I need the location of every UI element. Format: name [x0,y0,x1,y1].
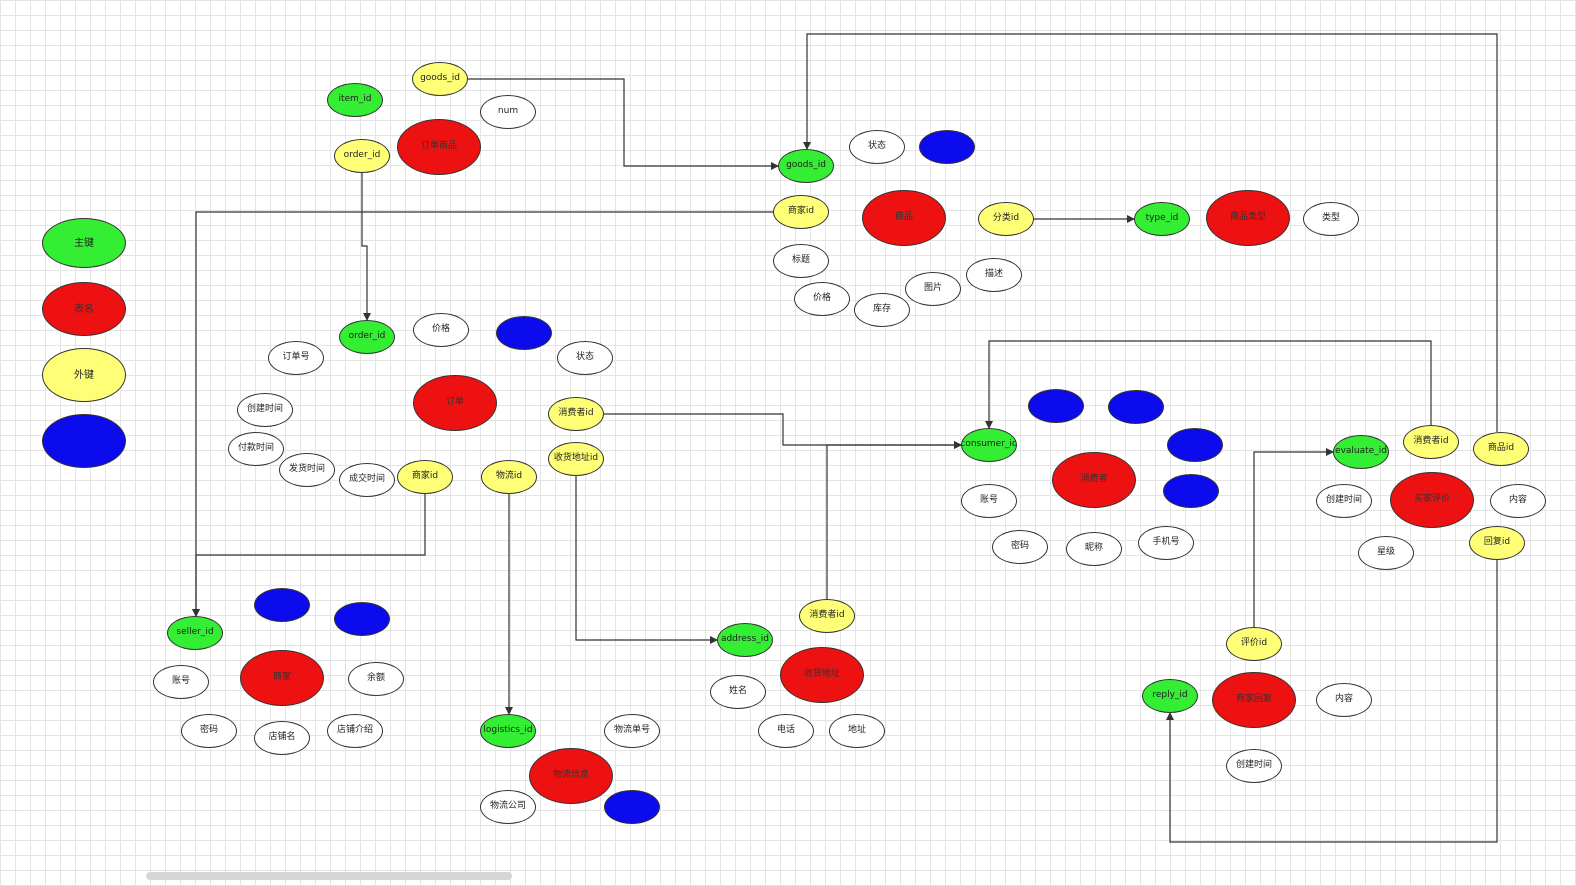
node-e-consumer[interactable]: 消费者id [1403,425,1459,459]
edge-o-address-to-address-id[interactable] [575,476,718,644]
node-o-table[interactable]: 订单 [413,375,497,431]
node-t-type[interactable]: 类型 [1303,202,1359,236]
node-s-account[interactable]: 账号 [153,665,209,699]
node-a-addr[interactable]: 地址 [829,714,885,748]
edge-o-consumer-to-consumer-id[interactable] [604,413,962,449]
node-o-consumer[interactable]: 消费者id [548,397,604,431]
node-e-goods[interactable]: 商品id [1473,432,1529,466]
horizontal-scrollbar[interactable] [146,872,512,880]
node-g-status[interactable]: 状态 [849,130,905,164]
node-type-id[interactable]: type_id [1134,202,1190,236]
edge-og-order-id-to-order-id[interactable] [361,173,371,321]
node-og-goods-id[interactable]: goods_id [412,62,468,96]
node-o-seller[interactable]: 商家id [397,460,453,494]
node-s-blue2[interactable] [334,602,390,636]
node-o-address[interactable]: 收货地址id [548,442,604,476]
legend-legend-other[interactable] [42,414,126,468]
node-s-table[interactable]: 商家 [240,650,324,706]
node-a-table[interactable]: 收货地址 [780,647,864,703]
node-g-table[interactable]: 商品 [862,190,946,246]
node-g-seller[interactable]: 商家id [773,195,829,229]
node-g-price[interactable]: 价格 [794,282,850,316]
node-c-blue4[interactable] [1163,474,1219,508]
node-consumer-id[interactable]: consumer_id [961,428,1017,462]
node-g-img[interactable]: 图片 [905,272,961,306]
legend-legend-fk[interactable]: 外键 [42,348,126,402]
node-l-table[interactable]: 物流信息 [529,748,613,804]
node-og-num[interactable]: num [480,95,536,129]
node-address-id[interactable]: address_id [717,623,773,657]
node-og-table[interactable]: 订单商品 [397,119,481,175]
node-g-stock[interactable]: 库存 [854,293,910,327]
node-c-nick[interactable]: 昵称 [1066,532,1122,566]
node-c-blue3[interactable] [1167,428,1223,462]
node-item-id[interactable]: item_id [327,83,383,117]
node-a-name[interactable]: 姓名 [710,675,766,709]
edge-e-consumer-to-consumer-id[interactable] [985,340,1432,429]
node-o-ptime[interactable]: 付款时间 [228,432,284,466]
node-e-ctime[interactable]: 创建时间 [1316,484,1372,518]
edge-og-goods-id-to-goods-id[interactable] [468,78,779,170]
node-g-blue[interactable] [919,130,975,164]
node-e-star[interactable]: 星级 [1358,536,1414,570]
node-r-evaluate[interactable]: 评价id [1226,627,1282,661]
edge-r-evaluate-to-evaluate-id[interactable] [1253,448,1334,627]
node-l-blue[interactable] [604,790,660,824]
edge-g-seller-to-seller-id[interactable] [192,211,773,617]
edge-e-reply-to-reply-id[interactable] [1166,560,1498,843]
edge-o-seller-to-seller-id[interactable] [192,494,426,617]
node-o-no[interactable]: 订单号 [268,341,324,375]
node-r-content[interactable]: 内容 [1316,683,1372,717]
node-o-price[interactable]: 价格 [413,313,469,347]
node-c-blue2[interactable] [1108,390,1164,424]
node-o-dtime[interactable]: 成交时间 [339,463,395,497]
node-o-logistics[interactable]: 物流id [481,460,537,494]
node-c-phone[interactable]: 手机号 [1138,526,1194,560]
node-s-pwd[interactable]: 密码 [181,714,237,748]
node-o-blue[interactable] [496,316,552,350]
node-g-type-fk[interactable]: 分类id [978,202,1034,236]
node-order-id[interactable]: order_id [339,320,395,354]
node-o-stime[interactable]: 发货时间 [279,453,335,487]
node-c-blue1[interactable] [1028,389,1084,423]
node-reply-id[interactable]: reply_id [1142,679,1198,713]
legend-legend-pk[interactable]: 主键 [42,218,126,268]
node-s-blue1[interactable] [254,588,310,622]
node-c-pwd[interactable]: 密码 [992,530,1048,564]
legend-legend-tbl[interactable]: 表名 [42,282,126,336]
node-o-status[interactable]: 状态 [557,341,613,375]
node-t-table[interactable]: 商品类型 [1206,190,1290,246]
node-s-shop[interactable]: 店铺名 [254,721,310,755]
node-s-intro[interactable]: 店铺介绍 [327,714,383,748]
node-r-ctime[interactable]: 创建时间 [1226,749,1282,783]
node-g-title[interactable]: 标题 [773,244,829,278]
node-e-reply[interactable]: 回复id [1469,526,1525,560]
node-evaluate-id[interactable]: evaluate_id [1333,435,1389,469]
node-e-table[interactable]: 买家评价 [1390,472,1474,528]
node-l-company[interactable]: 物流公司 [480,790,536,824]
node-goods-id[interactable]: goods_id [778,149,834,183]
node-logistics-id[interactable]: logistics_id [480,714,536,748]
node-c-table[interactable]: 消费者 [1052,452,1136,508]
node-o-ctime[interactable]: 创建时间 [237,393,293,427]
node-c-account[interactable]: 账号 [961,484,1017,518]
node-og-order-id[interactable]: order_id [334,139,390,173]
node-l-no[interactable]: 物流单号 [604,714,660,748]
edge-e-goods-to-goods-id[interactable] [803,33,1498,432]
edge-a-consumer-to-consumer-id[interactable] [826,441,962,599]
node-seller-id[interactable]: seller_id [167,616,223,650]
node-a-phone[interactable]: 电话 [758,714,814,748]
node-s-balance[interactable]: 余额 [348,662,404,696]
node-r-table[interactable]: 商家回复 [1212,672,1296,728]
node-g-desc[interactable]: 描述 [966,258,1022,292]
node-a-consumer[interactable]: 消费者id [799,599,855,633]
node-e-content[interactable]: 内容 [1490,484,1546,518]
